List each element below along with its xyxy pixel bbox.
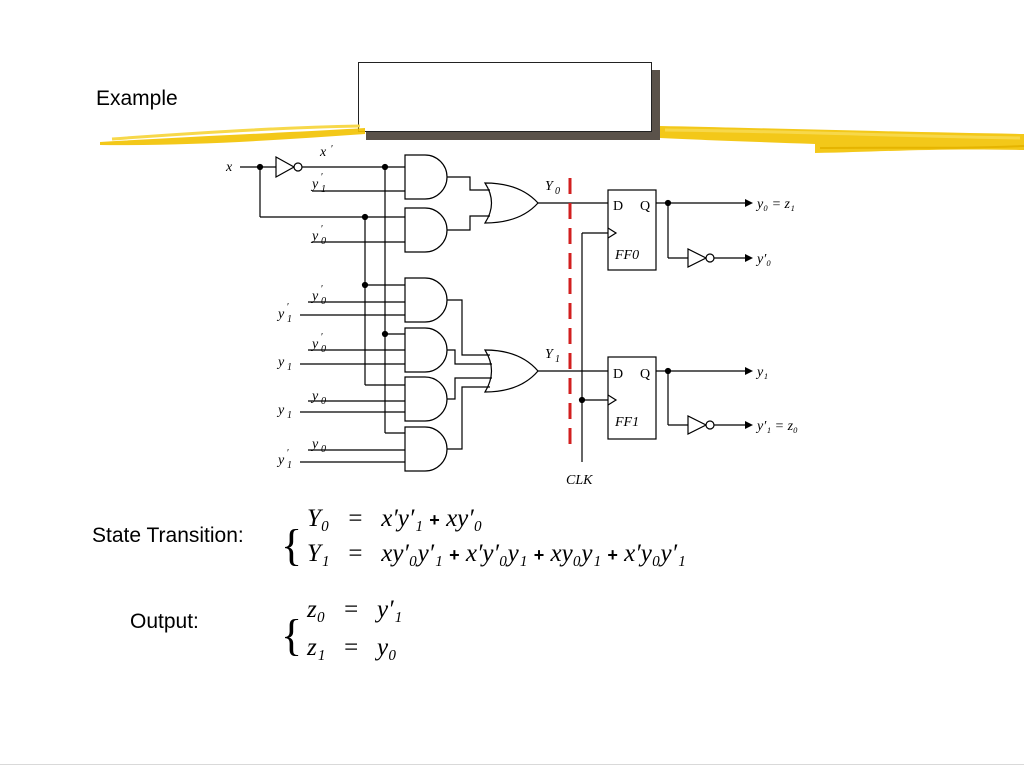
- svg-text:y: y: [276, 307, 285, 322]
- slide-title: Example: [96, 87, 178, 110]
- ff1-q-output: y₁: [755, 365, 768, 380]
- svg-text:y: y: [310, 177, 319, 192]
- state-transition-label: State Transition:: [92, 524, 244, 547]
- eq-z0: z₀ = y′₁: [307, 596, 403, 623]
- svg-text:′: ′: [331, 144, 333, 155]
- svg-text:y: y: [310, 437, 319, 452]
- svg-text:0: 0: [321, 236, 326, 247]
- svg-text:y: y: [310, 289, 319, 304]
- eq-Y0: Y₀ = x′y′₁ + xy′₀: [307, 505, 483, 532]
- svg-text:0: 0: [321, 296, 326, 307]
- eq-Y1: Y₁ = xy′₀y′₁ + x′y′₀y₁ + xy₀y₁ + x′y₀y′₁: [307, 540, 686, 567]
- ff1-name: FF1: [614, 415, 639, 430]
- ff0-d: D: [613, 199, 623, 214]
- svg-text:′: ′: [321, 224, 323, 235]
- ff1-qn-output: y′₁ = z₀: [755, 419, 798, 434]
- svg-text:′: ′: [287, 448, 289, 459]
- Y0-label: Y: [545, 179, 555, 194]
- output-brace: {: [281, 611, 302, 660]
- svg-text:1: 1: [555, 354, 560, 365]
- svg-text:′: ′: [321, 332, 323, 343]
- x-prime-label: x: [319, 145, 327, 160]
- Y1-label: Y: [545, 347, 555, 362]
- ff0-q: Q: [640, 199, 650, 214]
- svg-text:1: 1: [287, 314, 292, 325]
- footer-divider: [0, 764, 1024, 765]
- svg-text:y: y: [276, 403, 285, 418]
- state-brace: {: [281, 521, 302, 570]
- svg-text:y: y: [310, 337, 319, 352]
- svg-text:0: 0: [555, 186, 560, 197]
- svg-text:′: ′: [321, 284, 323, 295]
- eq-z1: z₁ = y₀: [307, 634, 397, 661]
- circuit-diagram: x x ′ y 1 ′ y 0 ′ y 0 ′ y 0 ′ y 0 y 0 y …: [225, 144, 798, 488]
- highlighter-stroke: [100, 124, 1024, 153]
- svg-text:1: 1: [287, 410, 292, 421]
- svg-text:1: 1: [287, 460, 292, 471]
- output-label: Output:: [130, 610, 199, 633]
- ff0-qn-output: y′₀: [755, 252, 771, 267]
- ff0-name: FF0: [614, 248, 639, 263]
- svg-text:y: y: [276, 453, 285, 468]
- ff1-d: D: [613, 367, 623, 382]
- input-x-label: x: [225, 160, 233, 175]
- svg-text:0: 0: [321, 444, 326, 455]
- title-box: [358, 62, 652, 132]
- ff1-q: Q: [640, 367, 650, 382]
- svg-text:′: ′: [287, 302, 289, 313]
- svg-text:y: y: [310, 229, 319, 244]
- clock-label: CLK: [566, 473, 593, 488]
- svg-text:′: ′: [321, 172, 323, 183]
- svg-text:y: y: [310, 389, 319, 404]
- svg-text:0: 0: [321, 344, 326, 355]
- svg-text:1: 1: [287, 362, 292, 373]
- svg-text:0: 0: [321, 396, 326, 407]
- svg-text:1: 1: [321, 184, 326, 195]
- svg-text:y: y: [276, 355, 285, 370]
- ff0-q-output: y₀ = z₁: [755, 197, 795, 212]
